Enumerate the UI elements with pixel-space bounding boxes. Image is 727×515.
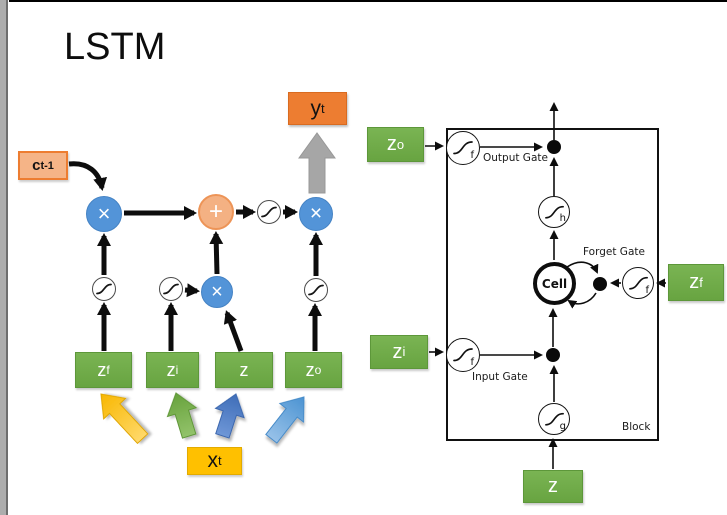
sigmoid-icon: [261, 206, 277, 218]
multiply-symbol: ×: [309, 202, 323, 225]
forget-gate-node: f: [622, 267, 654, 299]
left-arrows: [68, 161, 323, 352]
sigmoid-icon: [544, 412, 564, 426]
z-right-label: z: [548, 475, 558, 497]
sigmoid-icon: [628, 276, 648, 290]
z-f-right-label: z: [689, 271, 700, 293]
sigmoid-icon: [308, 284, 324, 296]
output-gate-node: f: [446, 131, 480, 165]
input-arrow-yellow: [100, 393, 149, 445]
output-gate-label: Output Gate: [483, 152, 548, 164]
z-i-label: z: [166, 359, 176, 380]
gate-f-letter: f: [470, 357, 474, 368]
y-output-label: y: [310, 96, 321, 120]
sigmoid-node-a: [257, 200, 281, 224]
block-label: Block: [622, 421, 651, 433]
slide-top-border: [9, 0, 727, 2]
junction-dot-forget: [593, 277, 607, 291]
add-symbol: +: [208, 198, 223, 225]
junction-dot-output: [547, 140, 561, 154]
sigmoid-node-i: [159, 277, 183, 301]
add-node: +: [198, 194, 234, 230]
junction-dot-input: [546, 348, 560, 362]
multiply-node-forget: ×: [86, 196, 122, 232]
sigmoid-node-o: [304, 278, 328, 302]
z-label: z: [239, 359, 249, 380]
x-input-label: x: [207, 449, 218, 472]
sigmoid-icon: [453, 141, 473, 155]
h-node: h: [538, 196, 570, 228]
input-gate-label: Input Gate: [472, 371, 528, 383]
sigmoid-icon: [163, 283, 179, 295]
z-o-label: z: [305, 359, 315, 380]
gate-h-letter: h: [559, 213, 566, 224]
z-box-right: z: [523, 470, 583, 503]
z-f-label: z: [97, 359, 107, 380]
multiply-node-input: ×: [201, 276, 233, 308]
sigmoid-icon: [453, 348, 473, 362]
input-arrow-light-blue: [265, 396, 305, 444]
gate-g-letter: g: [559, 421, 566, 432]
x-input-arrows: [100, 392, 305, 445]
multiply-node-output: ×: [299, 197, 333, 231]
cell-label: Cell: [541, 276, 568, 291]
input-arrow-green: [166, 392, 198, 439]
g-node: g: [538, 403, 570, 435]
cell-node: Cell: [533, 262, 576, 305]
window-edge-strip: [0, 0, 8, 515]
z-o-right-label: z: [386, 133, 397, 155]
z-i-right-label: z: [392, 340, 403, 363]
multiply-symbol: ×: [211, 280, 223, 303]
forget-gate-label: Forget Gate: [583, 246, 645, 258]
sigmoid-icon: [544, 205, 564, 219]
slide-title: LSTM: [64, 26, 166, 68]
c-prev-curve-arrow: [68, 161, 108, 191]
output-arrow-gray: [298, 132, 336, 194]
sigmoid-node-f: [92, 277, 116, 301]
input-gate-node: f: [446, 338, 480, 372]
input-arrow-dark-blue: [214, 393, 245, 439]
gate-f-letter: f: [645, 285, 649, 296]
c-prev-label: c: [32, 157, 41, 174]
multiply-symbol: ×: [97, 201, 111, 226]
sigmoid-icon: [96, 283, 112, 295]
gate-f-letter: f: [470, 150, 474, 161]
z-box: z: [215, 352, 273, 388]
